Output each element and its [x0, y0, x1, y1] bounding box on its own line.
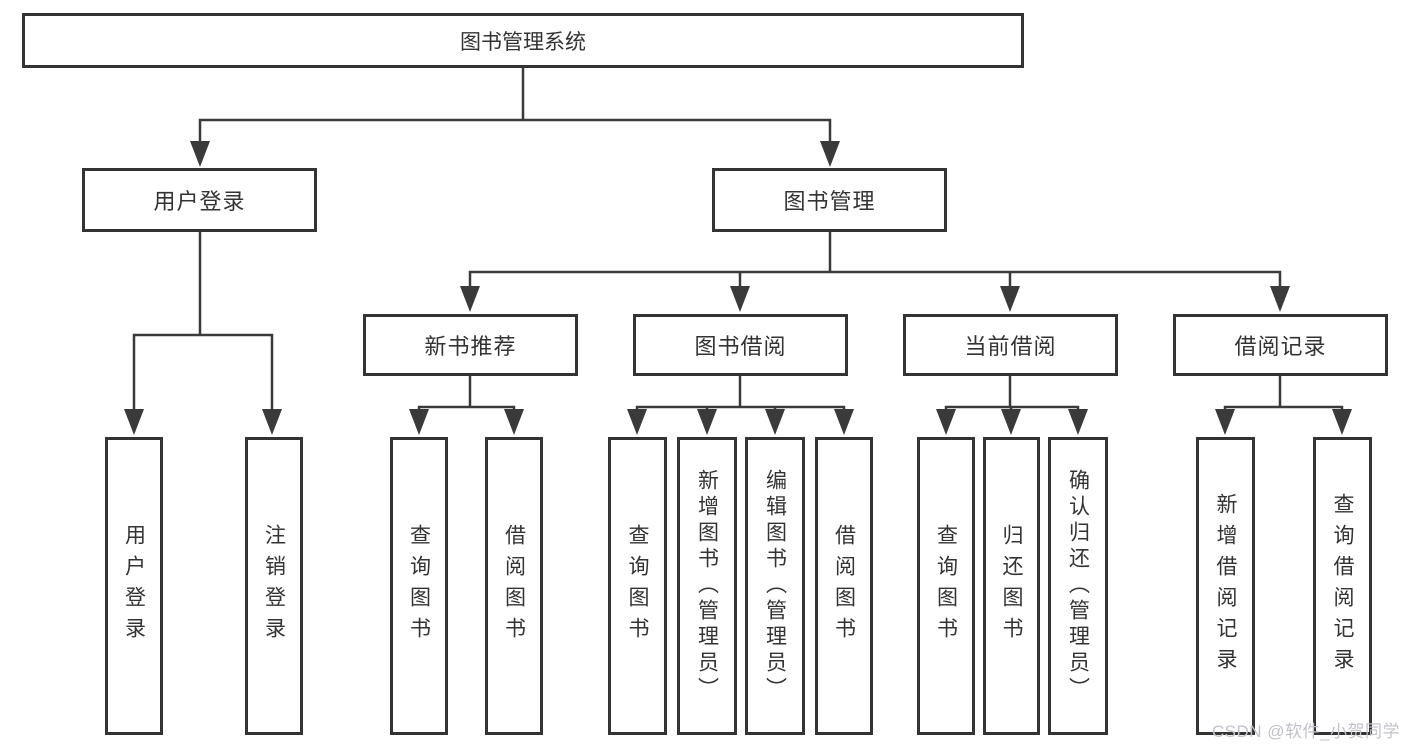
node-book-borrow-label: 图书借阅	[694, 334, 787, 359]
leaf-user-login: 用户登录	[105, 437, 163, 735]
leaf-query-book-current: 查询图书	[917, 437, 975, 735]
node-root-label: 图书管理系统	[460, 30, 586, 54]
leaf-add-book-admin-label: 新增图书（管理员）	[695, 469, 719, 703]
leaf-borrow-book-recommend: 借阅图书	[485, 437, 543, 735]
leaf-borrow-book-label: 借阅图书	[832, 524, 856, 648]
node-borrow-record: 借阅记录	[1173, 314, 1388, 376]
leaf-add-borrow-record: 新增借阅记录	[1196, 437, 1255, 735]
leaf-confirm-return-admin-label: 确认归还（管理员）	[1066, 469, 1090, 703]
node-book-borrow: 图书借阅	[633, 314, 848, 376]
node-borrow-record-label: 借阅记录	[1234, 334, 1327, 359]
leaf-add-book-admin: 新增图书（管理员）	[677, 437, 737, 735]
node-new-book-recommend-label: 新书推荐	[424, 334, 517, 359]
node-user-login: 用户登录	[82, 168, 317, 232]
leaf-edit-book-admin-label: 编辑图书（管理员）	[763, 469, 787, 703]
leaf-borrow-book: 借阅图书	[815, 437, 873, 735]
leaf-confirm-return-admin: 确认归还（管理员）	[1048, 437, 1108, 735]
leaf-add-borrow-record-label: 新增借阅记录	[1214, 493, 1238, 679]
leaf-borrow-book-recommend-label: 借阅图书	[502, 524, 526, 648]
leaf-return-book: 归还图书	[983, 437, 1040, 735]
node-current-borrow: 当前借阅	[903, 314, 1118, 376]
leaf-query-book-recommend: 查询图书	[390, 437, 448, 735]
watermark: CSDN @软件_小贺同学	[1211, 722, 1400, 741]
node-root: 图书管理系统	[22, 13, 1024, 68]
node-book-management: 图书管理	[712, 168, 947, 232]
leaf-edit-book-admin: 编辑图书（管理员）	[745, 437, 805, 735]
leaf-query-book-current-label: 查询图书	[934, 524, 958, 648]
node-book-management-label: 图书管理	[783, 189, 876, 214]
leaf-return-book-label: 归还图书	[1000, 524, 1024, 648]
leaf-query-book-borrow-label: 查询图书	[626, 524, 650, 648]
node-new-book-recommend: 新书推荐	[363, 314, 578, 376]
leaf-user-login-label: 用户登录	[122, 524, 146, 648]
node-user-login-label: 用户登录	[153, 189, 246, 214]
leaf-query-borrow-record-label: 查询借阅记录	[1331, 493, 1355, 679]
leaf-logout-label: 注销登录	[262, 524, 286, 648]
leaf-query-book-recommend-label: 查询图书	[407, 524, 431, 648]
leaf-query-book-borrow: 查询图书	[608, 437, 667, 735]
leaf-logout: 注销登录	[245, 437, 303, 735]
leaf-query-borrow-record: 查询借阅记录	[1313, 437, 1372, 735]
node-current-borrow-label: 当前借阅	[964, 334, 1057, 359]
